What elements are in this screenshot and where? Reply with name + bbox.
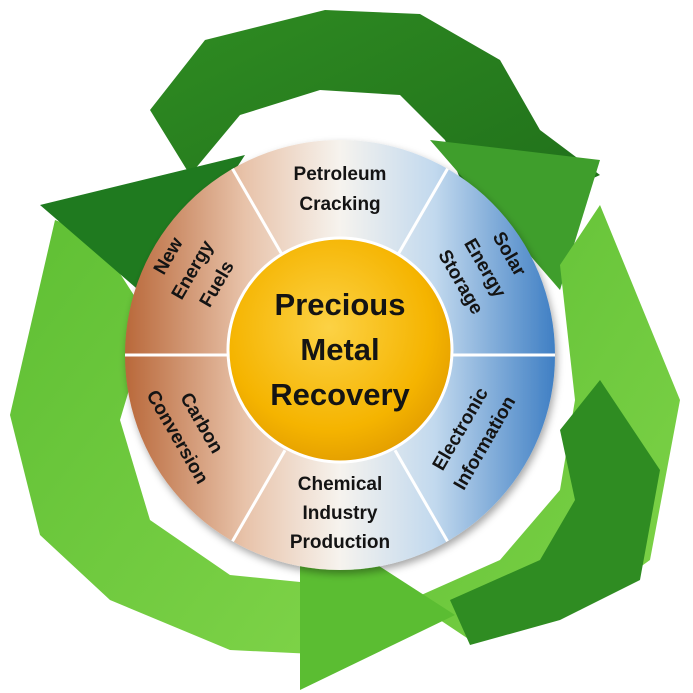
segment-label-line: Industry (303, 503, 378, 524)
segment-dividers (125, 168, 555, 542)
segment-label-line: Chemical (298, 474, 382, 495)
recycle-arrowhead-top (430, 140, 600, 290)
segment-petroleum-cracking: Petroleum Cracking (294, 164, 387, 215)
recycle-arrow-right-shade (450, 380, 660, 645)
segment-divider (393, 449, 449, 542)
segment-label-line: Production (290, 532, 390, 553)
recycle-arrowhead-left (40, 155, 245, 300)
center-title-line-1: Precious (275, 287, 406, 322)
segment-chemical-industry-production: Chemical Industry Production (290, 474, 390, 553)
center-title-line-2: Metal (300, 332, 379, 367)
segment-divider (231, 449, 287, 542)
center-title-line-3: Recovery (270, 377, 410, 412)
center-title: Precious Metal Recovery (270, 287, 410, 412)
segment-divider (393, 168, 449, 261)
center-disc (226, 236, 454, 464)
segment-label-line: Petroleum (294, 164, 387, 185)
segment-label-line: Cracking (299, 194, 380, 215)
recycle-arrow-left (10, 220, 335, 655)
recycle-arrows (10, 10, 680, 690)
segment-divider (231, 168, 287, 261)
